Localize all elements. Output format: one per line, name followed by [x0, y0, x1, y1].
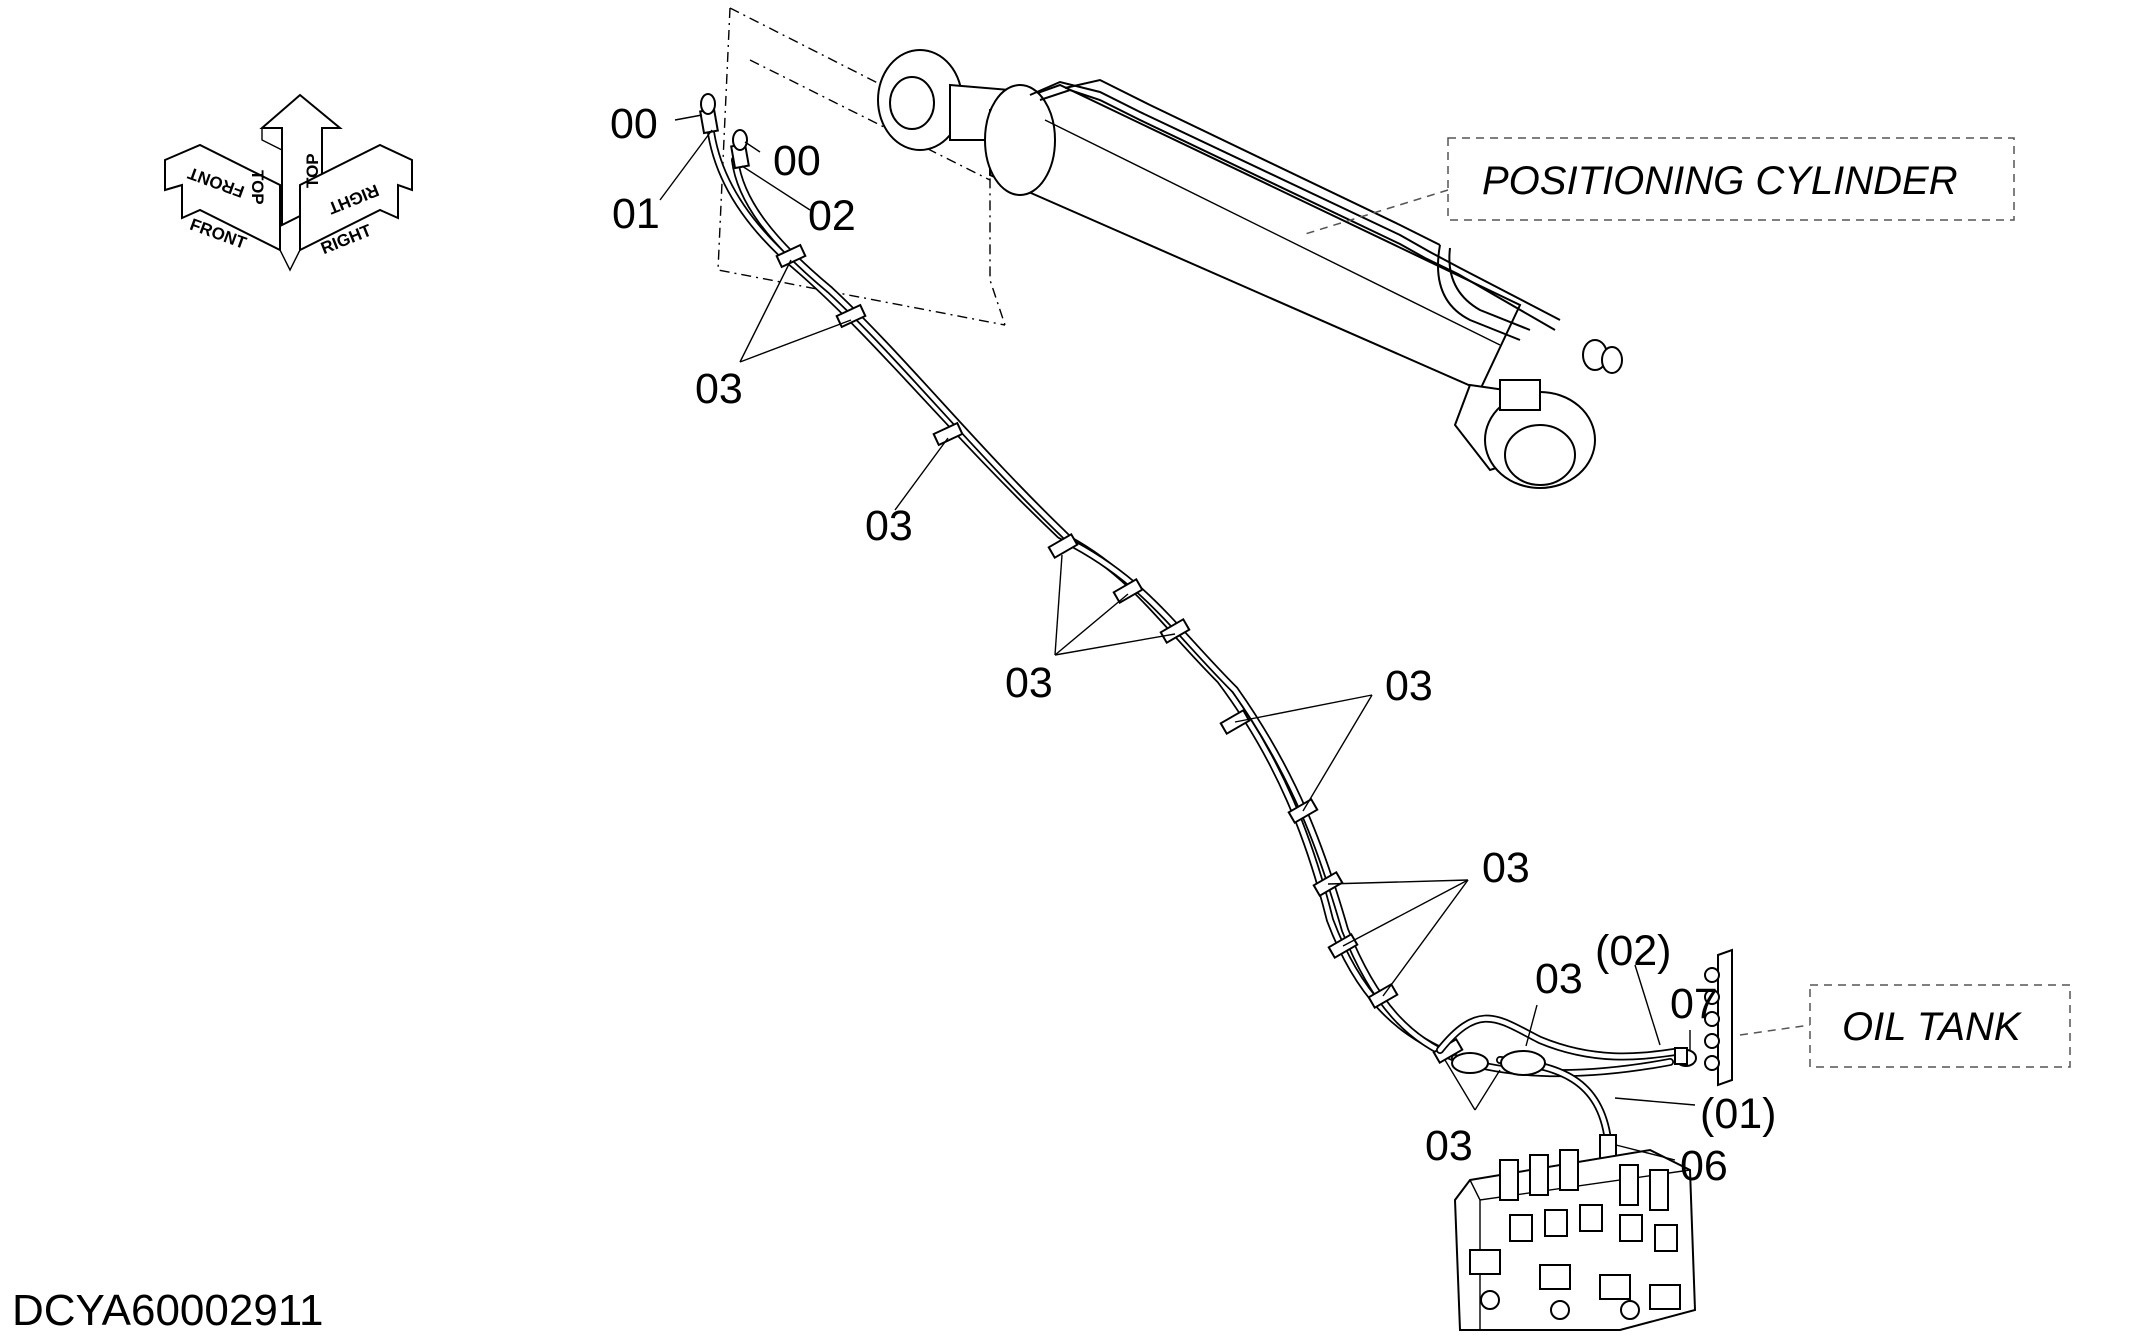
label-03-g: 03 [1425, 1122, 1473, 1170]
control-valve-illustration [1453, 1134, 1697, 1331]
o-ring-00-a [700, 93, 716, 115]
positioning-cylinder-illustration [717, 7, 1623, 489]
label-03-a: 03 [695, 365, 743, 413]
label-03-d: 03 [1385, 662, 1433, 710]
oil-tank-callout: OIL TANK [1739, 984, 2071, 1068]
label-03-c: 03 [1005, 659, 1053, 707]
label-07: 07 [1670, 980, 1718, 1028]
label-01: 01 [612, 190, 660, 238]
label-00-b: 00 [773, 137, 821, 185]
label-03-b: 03 [865, 502, 913, 550]
oil-tank-label: OIL TANK [1842, 1005, 2023, 1049]
part-labels: 00 00 01 02 03 03 03 03 03 03 03 (02) 07… [610, 100, 1776, 1190]
hose-assembly [699, 93, 1679, 1144]
drawing-code: DCYA60002911 [12, 1286, 323, 1335]
top-label: TOP [248, 170, 267, 205]
label-03-f: 03 [1535, 955, 1583, 1003]
orientation-indicator: FRONT FRONT TOP TOP RIGHT RIGHT [164, 93, 413, 272]
o-ring-00-b [732, 129, 748, 151]
label-03-e: 03 [1482, 844, 1530, 892]
label-02: 02 [808, 192, 856, 240]
label-00-a: 00 [610, 100, 658, 148]
leader-lines [659, 114, 1696, 1161]
top-mirror-label: TOP [303, 153, 322, 188]
oil-tank-port-block [1674, 948, 1733, 1087]
label-01-ref: (01) [1700, 1090, 1776, 1138]
label-06: 06 [1680, 1142, 1728, 1190]
hose-clamps [775, 243, 1464, 1065]
positioning-cylinder-callout: POSITIONING CYLINDER [1301, 137, 2015, 236]
label-02-ref: (02) [1595, 927, 1671, 975]
positioning-cylinder-label: POSITIONING CYLINDER [1482, 159, 1958, 203]
